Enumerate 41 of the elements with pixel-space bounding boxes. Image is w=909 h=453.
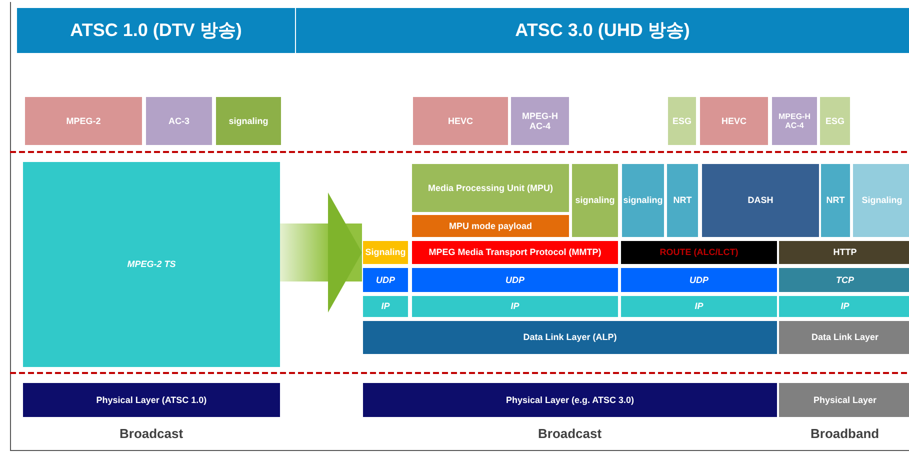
layer-box: Media Processing Unit (MPU): [412, 164, 569, 212]
codec-box: ESG: [820, 97, 850, 145]
layer-box: Signaling: [853, 164, 909, 237]
layer-box: Signaling: [363, 241, 408, 264]
network-label: Broadcast: [538, 426, 602, 441]
layer-box: IP: [779, 296, 909, 317]
codec-box: HEVC: [413, 97, 508, 145]
layer-box: IP: [621, 296, 777, 317]
layer-box: Physical Layer (e.g. ATSC 3.0): [363, 383, 777, 417]
header-band: ATSC 3.0 (UHD 방송): [296, 8, 909, 53]
layer-box: signaling: [572, 164, 618, 237]
codec-box: MPEG-H AC-4: [511, 97, 569, 145]
header-band: ATSC 1.0 (DTV 방송): [17, 8, 295, 53]
network-label: Broadband: [810, 426, 880, 441]
layer-box: Physical Layer: [779, 383, 909, 417]
layer-box: ROUTE (ALC/LCT): [621, 241, 777, 264]
arrow: [280, 192, 362, 312]
layer-box: MPEG-2 TS: [23, 162, 280, 367]
layer-box: UDP: [363, 268, 408, 292]
layer-box: IP: [412, 296, 618, 317]
codec-box: MPEG-H AC-4: [772, 97, 817, 145]
layer-box: NRT: [821, 164, 850, 237]
layer-box: NRT: [667, 164, 698, 237]
layer-box: MPU mode payload: [412, 215, 569, 237]
codec-box: AC-3: [146, 97, 212, 145]
layer-box: Physical Layer (ATSC 1.0): [23, 383, 280, 417]
layer-box: HTTP: [779, 241, 909, 264]
layer-box: MPEG Media Transport Protocol (MMTP): [412, 241, 618, 264]
codec-box: ESG: [668, 97, 696, 145]
signaling-box: signaling: [216, 97, 281, 145]
network-label: Broadcast: [120, 426, 184, 441]
layer-box: Data Link Layer: [779, 321, 909, 354]
layer-box: DASH: [702, 164, 819, 237]
layer-box: Data Link Layer (ALP): [363, 321, 777, 354]
layer-box: signaling: [622, 164, 664, 237]
codec-box: MPEG-2: [25, 97, 142, 145]
layer-box: UDP: [621, 268, 777, 292]
layer-box: IP: [363, 296, 408, 317]
layer-box: TCP: [779, 268, 909, 292]
layer-box: UDP: [412, 268, 618, 292]
codec-box: HEVC: [700, 97, 768, 145]
